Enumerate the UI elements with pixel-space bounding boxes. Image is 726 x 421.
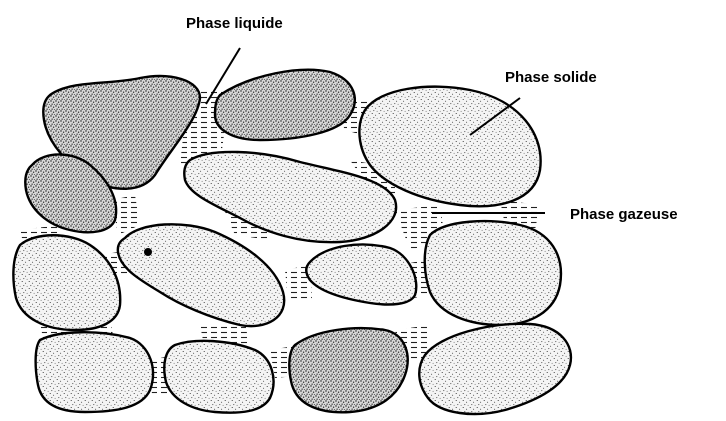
particle xyxy=(419,324,571,414)
dark-spot xyxy=(144,248,152,256)
label-gas-phase: Phase gazeuse xyxy=(570,206,678,223)
label-liquid-phase: Phase liquide xyxy=(186,15,283,32)
particle xyxy=(306,244,416,304)
particle xyxy=(215,70,355,140)
label-solid-phase: Phase solide xyxy=(505,69,597,86)
particle xyxy=(36,332,153,412)
particle xyxy=(118,224,284,326)
particle xyxy=(289,328,407,412)
particle xyxy=(164,341,273,413)
particle xyxy=(425,221,561,325)
particle xyxy=(13,235,120,330)
